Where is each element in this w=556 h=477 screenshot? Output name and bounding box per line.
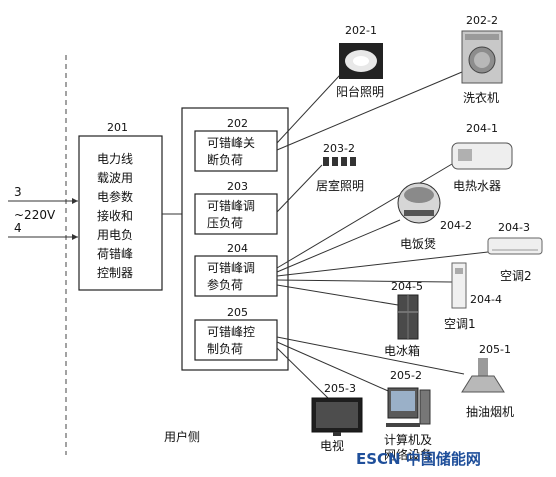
group-204-line: 参负荷 <box>207 277 243 292</box>
user-side-label: 用户侧 <box>164 429 200 444</box>
device-205-2-label-line1: 计算机及 <box>384 432 432 447</box>
device-203-2: 203-2 居室照明 <box>316 142 364 193</box>
group-204-line: 可错峰调 <box>207 261 255 275</box>
wire-205-1 <box>276 336 465 375</box>
device-202-2-id: 202-2 <box>466 14 498 27</box>
controller-line: 电参数 <box>97 189 133 204</box>
device-205-2-label-line2: 网络设备 <box>384 447 432 462</box>
computer-icon <box>386 387 431 427</box>
room-lamps-icon <box>323 157 356 166</box>
group-202-line: 断负荷 <box>207 152 243 167</box>
device-204-1-label: 电热水器 <box>453 179 501 193</box>
device-203-2-label: 居室照明 <box>316 178 364 193</box>
device-204-2-label: 电饭煲 <box>400 236 436 251</box>
group-203-id: 203 <box>227 180 248 193</box>
device-205-3-label: 电视 <box>320 438 344 453</box>
terminal-3-label: 3 <box>14 185 22 199</box>
device-205-1: 205-1 抽油烟机 <box>461 343 514 419</box>
device-204-3: 204-3 空调2 <box>487 221 543 283</box>
device-205-1-label: 抽油烟机 <box>466 405 514 419</box>
device-204-2-id: 204-2 <box>440 219 472 232</box>
device-204-4-id: 204-4 <box>470 293 502 306</box>
controller-line: 用电负 <box>97 228 133 242</box>
group-202-id: 202 <box>227 117 248 130</box>
wire-204-3 <box>276 251 489 277</box>
voltage-label: ~220V <box>14 208 56 222</box>
device-204-3-label: 空调2 <box>500 269 532 283</box>
group-205-line: 制负荷 <box>207 342 243 356</box>
device-205-3-id: 205-3 <box>324 382 356 395</box>
wire-204-4 <box>276 279 453 283</box>
wire-202-1 <box>276 74 341 144</box>
television-icon <box>311 397 363 436</box>
controller-text: 电力线 载波用 电参数 接收和 用电负 荷错峰 控制器 <box>97 152 133 280</box>
group-205-id: 205 <box>227 306 248 319</box>
wire-204-2 <box>276 219 401 273</box>
device-204-1: 204-1 电热水器 <box>451 122 513 193</box>
input-arrow-4 <box>72 234 78 240</box>
controller-id: 201 <box>107 121 128 134</box>
group-205-box <box>194 319 278 361</box>
device-204-1-id: 204-1 <box>466 122 498 135</box>
device-202-1: 202-1 阳台照明 <box>336 24 384 99</box>
device-203-2-id: 203-2 <box>323 142 355 155</box>
wire-205-3 <box>276 347 329 399</box>
wire-204-1 <box>276 163 453 269</box>
wire-204-5 <box>276 284 399 306</box>
device-205-2-label: 计算机及 网络设备 <box>384 432 436 462</box>
wire-202-2 <box>276 71 463 151</box>
controller-box <box>78 135 163 291</box>
range-hood-icon <box>461 358 505 393</box>
water-heater-icon <box>451 142 513 170</box>
refrigerator-icon <box>397 294 419 340</box>
controller-line: 接收和 <box>97 208 133 223</box>
ceiling-lamp-icon <box>339 43 383 79</box>
group-203-line: 可错峰调 <box>207 199 255 213</box>
device-204-4: 204-4 空调1 <box>444 262 502 331</box>
group-205-line: 可错峰控 <box>207 325 255 339</box>
device-205-1-id: 205-1 <box>479 343 511 356</box>
device-202-2-label: 洗衣机 <box>463 90 499 105</box>
device-205-2: 205-2 计算机及 网络设备 <box>384 369 436 462</box>
device-202-1-id: 202-1 <box>345 24 377 37</box>
group-202-box <box>194 130 278 172</box>
device-205-3: 205-3 电视 <box>311 382 363 453</box>
device-204-4-label: 空调1 <box>444 317 476 331</box>
device-202-1-label: 阳台照明 <box>336 84 384 99</box>
watermark: ESCN 中国储能网 <box>356 450 481 468</box>
wire-203-2 <box>276 164 323 213</box>
group-204-id: 204 <box>227 242 248 255</box>
controller-line: 电力线 <box>97 152 133 166</box>
group-203-line: 压负荷 <box>207 216 243 230</box>
device-204-5: 204-5 电冰箱 <box>384 280 423 358</box>
device-204-3-id: 204-3 <box>498 221 530 234</box>
controller-line: 载波用 <box>97 171 133 185</box>
device-wires <box>276 71 489 399</box>
wire-205-2 <box>276 341 396 395</box>
input-arrow-3 <box>72 198 78 204</box>
device-204-5-label: 电冰箱 <box>384 343 420 358</box>
device-205-2-id: 205-2 <box>390 369 422 382</box>
controller-line: 控制器 <box>97 266 133 280</box>
group-202-line: 可错峰关 <box>207 136 255 150</box>
device-204-5-id: 204-5 <box>391 280 423 293</box>
terminal-4-label: 4 <box>14 221 22 235</box>
device-204-2: 204-2 电饭煲 <box>397 182 472 251</box>
rice-cooker-icon <box>397 182 441 224</box>
floor-air-conditioner-icon <box>451 262 467 309</box>
watermark-text: ESCN 中国储能网 <box>356 450 481 468</box>
group-203-box <box>194 193 278 235</box>
washing-machine-icon <box>461 30 503 84</box>
wall-air-conditioner-icon <box>487 237 543 255</box>
device-202-2: 202-2 洗衣机 <box>461 14 503 105</box>
controller-line: 荷错峰 <box>97 247 133 261</box>
